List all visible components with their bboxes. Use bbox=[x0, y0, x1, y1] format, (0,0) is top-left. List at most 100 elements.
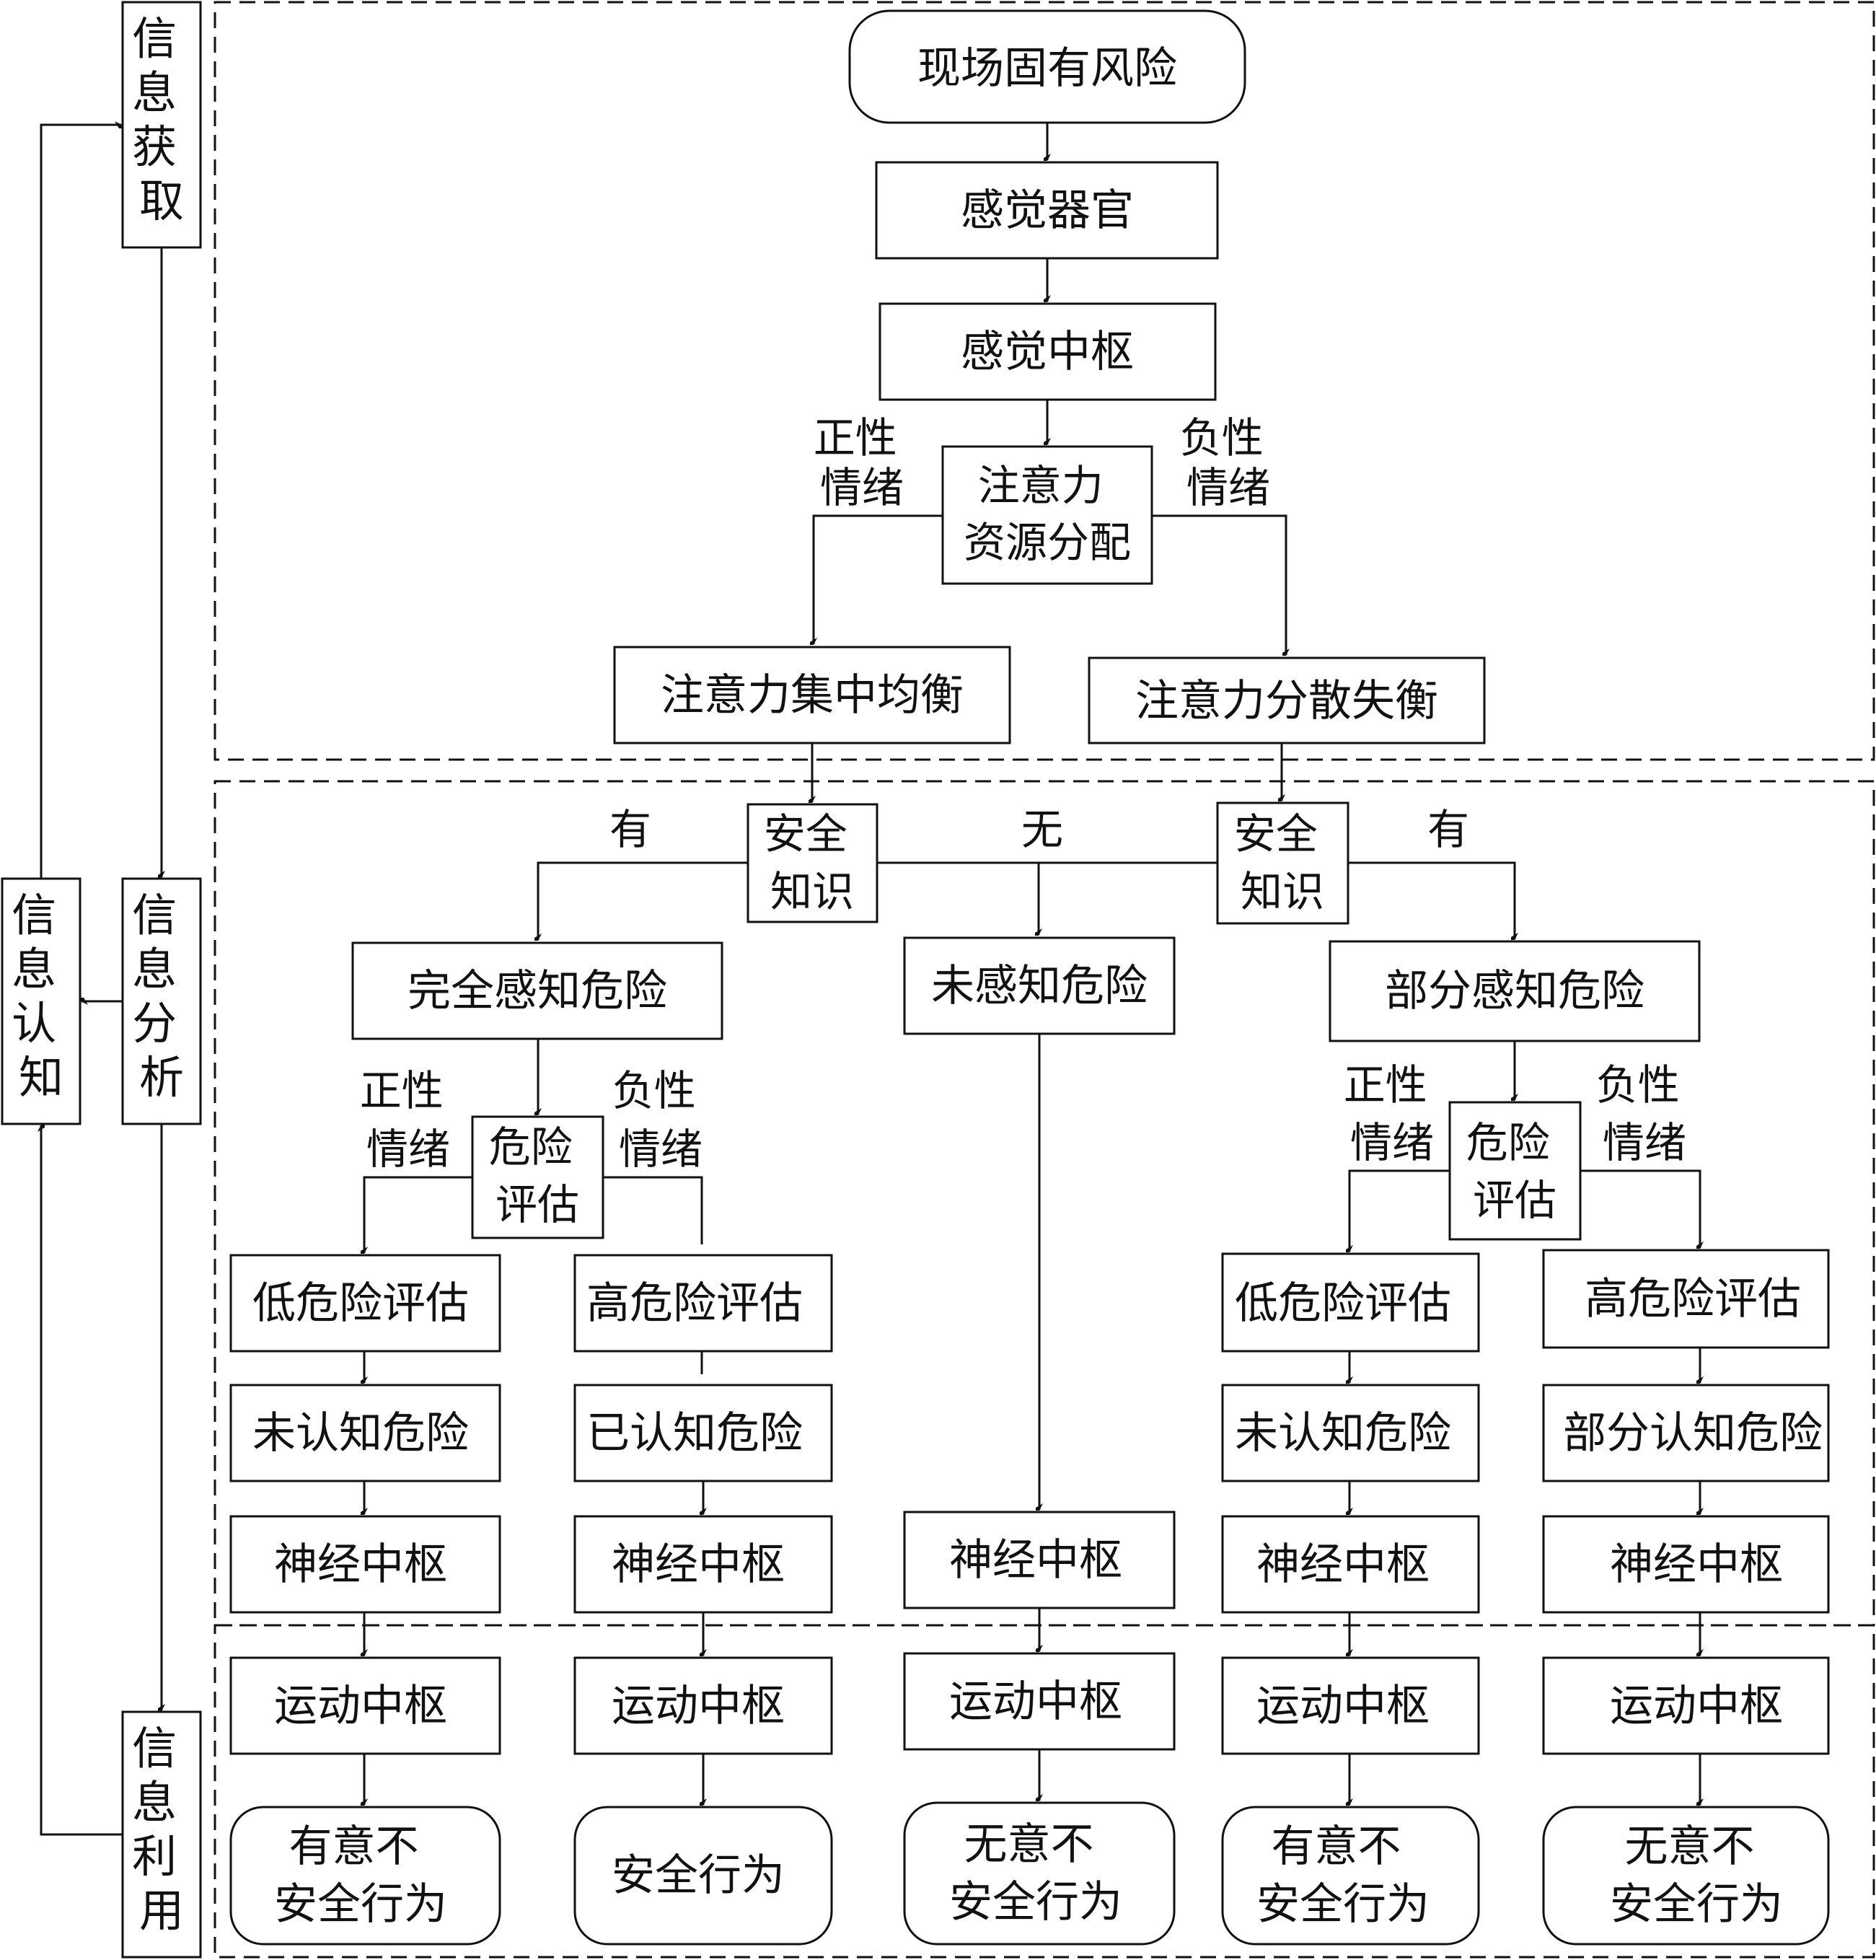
sidebar-utilize-box: 信 息 利 用 bbox=[121, 1710, 202, 1959]
node-nerve-center-1: 神经中枢 bbox=[229, 1515, 501, 1614]
svg-text:注意力 资源分配: 注意力 资源分配 bbox=[964, 461, 1131, 567]
svg-text:危险 评估: 危险 评估 bbox=[489, 1122, 586, 1229]
sidebar-acquire-box: 信 息 获 取 bbox=[121, 1, 202, 249]
sidebar-analyze-box: 信 息 分 析 bbox=[121, 877, 202, 1125]
svg-text:神经中枢: 神经中枢 bbox=[274, 1539, 447, 1590]
node-motor-center-1: 运动中枢 bbox=[229, 1656, 501, 1755]
svg-text:神经中枢: 神经中枢 bbox=[1610, 1539, 1783, 1590]
svg-text:有意不 安全行为: 有意不 安全行为 bbox=[274, 1821, 447, 1930]
node-attention-balanced: 注意力集中均衡 bbox=[613, 646, 1011, 744]
node-nerve-center-2: 神经中枢 bbox=[573, 1515, 833, 1614]
label-positive-emotion-right: 正性 情绪 bbox=[1344, 1060, 1440, 1167]
node-behavior-unsafe-unintentional-5: 无意不 安全行为 bbox=[1542, 1806, 1830, 1946]
node-safety-knowledge-right: 安全 知识 bbox=[1216, 801, 1349, 925]
node-site-risk: 现场固有风险 bbox=[848, 9, 1246, 124]
arrow-knowledge-to-partial bbox=[1348, 861, 1515, 939]
node-not-cognized-1: 未认知危险 bbox=[229, 1384, 501, 1482]
node-behavior-unsafe-unintentional-3: 无意不 安全行为 bbox=[903, 1801, 1176, 1946]
arrow-assess-to-low-right bbox=[1349, 1169, 1450, 1252]
svg-text:低危险评估: 低危险评估 bbox=[252, 1278, 469, 1329]
label-positive-emotion-top: 正性 情绪 bbox=[814, 413, 910, 512]
arrow-assess-to-high-right bbox=[1580, 1169, 1700, 1248]
sidebar-utilize-label: 信 息 利 用 bbox=[132, 1722, 191, 1937]
node-partial-cognized-5: 部分认知危险 bbox=[1542, 1384, 1830, 1482]
svg-text:运动中枢: 运动中枢 bbox=[1256, 1681, 1430, 1731]
node-attention-allocation: 注意力 资源分配 bbox=[941, 445, 1153, 585]
node-attention-unbalanced: 注意力分散失衡 bbox=[1088, 656, 1486, 744]
node-high-assess-2: 高危险评估 bbox=[573, 1254, 833, 1353]
svg-text:运动中枢: 运动中枢 bbox=[612, 1681, 785, 1731]
node-sense-organ: 感觉器官 bbox=[875, 161, 1219, 260]
node-nerve-center-4: 神经中枢 bbox=[1221, 1515, 1480, 1614]
node-behavior-unsafe-intentional-1: 有意不 安全行为 bbox=[229, 1806, 501, 1946]
label-none: 无 bbox=[1021, 805, 1063, 854]
svg-text:部分感知危险: 部分感知危险 bbox=[1385, 966, 1644, 1016]
node-cognized-2: 已认知危险 bbox=[573, 1384, 833, 1482]
svg-text:高危险评估: 高危险评估 bbox=[586, 1278, 803, 1329]
arrow-utilize-to-cognize bbox=[41, 1125, 123, 1836]
sidebar-analyze-label: 信 息 分 析 bbox=[132, 889, 191, 1104]
svg-text:安全 知识: 安全 知识 bbox=[1234, 809, 1331, 916]
sidebar-cognize-label: 信 息 认 知 bbox=[12, 889, 71, 1104]
svg-text:部分认知危险: 部分认知危险 bbox=[1563, 1408, 1823, 1459]
node-motor-center-3: 运动中枢 bbox=[903, 1652, 1176, 1751]
node-motor-center-2: 运动中枢 bbox=[573, 1656, 833, 1755]
svg-text:无意不 安全行为: 无意不 安全行为 bbox=[1610, 1821, 1783, 1930]
node-low-assess-1: 低危险评估 bbox=[229, 1254, 501, 1353]
arrow-assess-to-low-left bbox=[364, 1176, 472, 1253]
node-behavior-unsafe-intentional-4: 有意不 安全行为 bbox=[1221, 1806, 1480, 1946]
label-has-left: 有 bbox=[609, 805, 651, 854]
sidebar-cognize-box: 信 息 认 知 bbox=[1, 877, 82, 1125]
svg-text:未认知危险: 未认知危险 bbox=[1235, 1408, 1451, 1459]
svg-text:有意不 安全行为: 有意不 安全行为 bbox=[1256, 1821, 1430, 1930]
node-partial-perceive: 部分感知危险 bbox=[1329, 940, 1701, 1042]
label-negative-emotion-right: 负性 情绪 bbox=[1596, 1060, 1693, 1167]
stage-frame-acquire bbox=[213, 1, 1875, 761]
label-positive-emotion-left: 正性 情绪 bbox=[360, 1066, 457, 1174]
sidebar-acquire-label: 信 息 获 取 bbox=[132, 12, 191, 227]
node-nerve-center-3: 神经中枢 bbox=[903, 1511, 1176, 1609]
label-negative-emotion-left: 负性 情绪 bbox=[612, 1066, 709, 1174]
svg-text:未认知危险: 未认知危险 bbox=[252, 1408, 469, 1459]
svg-text:安全行为: 安全行为 bbox=[612, 1850, 785, 1901]
svg-text:感觉器官: 感觉器官 bbox=[961, 185, 1134, 236]
label-has-right: 有 bbox=[1427, 805, 1469, 854]
node-high-assess-5: 高危险评估 bbox=[1542, 1249, 1830, 1349]
stage-frame-analyze bbox=[213, 780, 1875, 1627]
node-sense-center: 感觉中枢 bbox=[878, 302, 1217, 401]
node-motor-center-5: 运动中枢 bbox=[1542, 1656, 1830, 1755]
node-nerve-center-5: 神经中枢 bbox=[1542, 1515, 1830, 1614]
node-motor-center-4: 运动中枢 bbox=[1221, 1656, 1480, 1755]
svg-text:现场固有风险: 现场固有风险 bbox=[917, 43, 1177, 94]
svg-text:感觉中枢: 感觉中枢 bbox=[961, 327, 1134, 377]
svg-text:神经中枢: 神经中枢 bbox=[1256, 1539, 1430, 1590]
arrow-attention-to-balanced bbox=[814, 514, 943, 644]
svg-text:注意力集中均衡: 注意力集中均衡 bbox=[661, 670, 964, 721]
svg-text:安全 知识: 安全 知识 bbox=[764, 809, 860, 916]
node-safety-knowledge-left: 安全 知识 bbox=[747, 803, 878, 923]
node-not-cognized-4: 未认知危险 bbox=[1221, 1384, 1480, 1482]
label-negative-emotion-top: 负性 情绪 bbox=[1180, 413, 1277, 512]
svg-text:运动中枢: 运动中枢 bbox=[1610, 1681, 1783, 1731]
arrow-attention-to-unbalanced bbox=[1152, 514, 1286, 655]
svg-text:运动中枢: 运动中枢 bbox=[274, 1681, 447, 1731]
node-risk-assess-left: 危险 评估 bbox=[471, 1115, 604, 1239]
svg-text:高危险评估: 高危险评估 bbox=[1585, 1274, 1801, 1324]
svg-text:注意力分散失衡: 注意力分散失衡 bbox=[1135, 676, 1438, 726]
node-behavior-safe-2: 安全行为 bbox=[573, 1806, 833, 1946]
connector-assess-to-high-left bbox=[603, 1176, 703, 1244]
svg-text:无意不 安全行为: 无意不 安全行为 bbox=[949, 1819, 1122, 1928]
svg-text:神经中枢: 神经中枢 bbox=[949, 1535, 1122, 1586]
svg-text:未感知危险: 未感知危险 bbox=[931, 961, 1148, 1011]
node-full-perceive: 完全感知危险 bbox=[351, 941, 723, 1040]
arrow-knowledge-to-full bbox=[538, 861, 748, 940]
svg-text:已认知危险: 已认知危险 bbox=[586, 1408, 803, 1459]
svg-text:低危险评估: 低危险评估 bbox=[1235, 1278, 1451, 1329]
svg-text:完全感知危险: 完全感知危险 bbox=[408, 966, 667, 1016]
arrow-cognize-to-acquire bbox=[40, 125, 121, 879]
svg-text:运动中枢: 运动中枢 bbox=[949, 1676, 1122, 1727]
node-risk-assess-right: 危险 评估 bbox=[1448, 1101, 1582, 1241]
node-not-perceive: 未感知危险 bbox=[903, 936, 1176, 1035]
